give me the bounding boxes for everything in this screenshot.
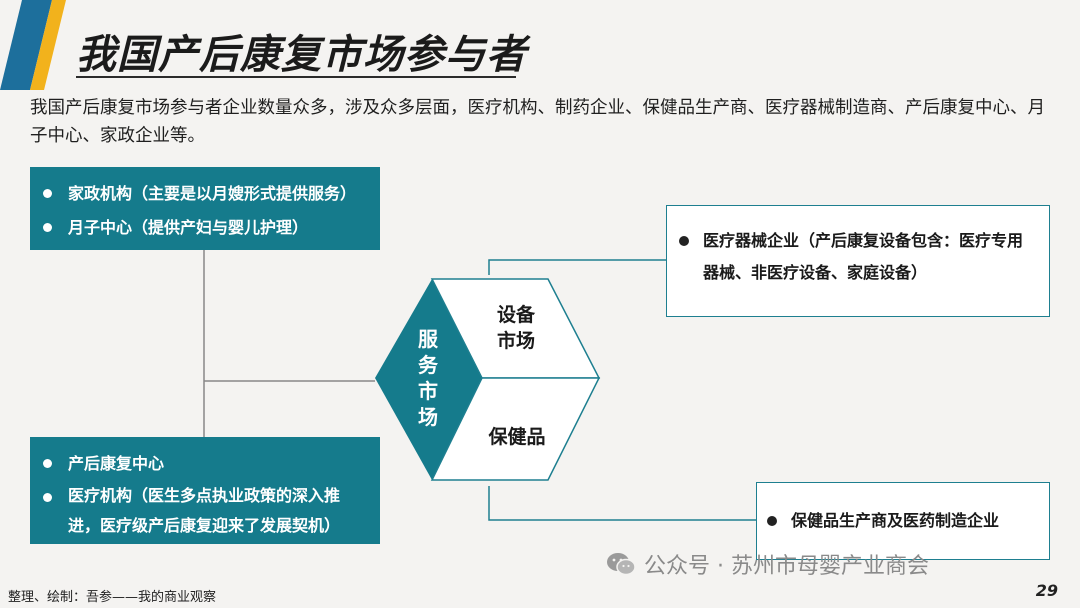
health-products-label: 保健品: [488, 426, 546, 448]
list-item: 保健品生产商及医药制造企业: [767, 505, 1039, 537]
page-number: 29: [1035, 581, 1058, 600]
watermark-text: 公众号 · 苏州市母婴产业商会: [644, 554, 929, 579]
list-item: 医疗机构（医生多点执业政策的深入推进，医疗级产后康复迎来了发展契机）: [43, 481, 370, 541]
right-bottom-box: 保健品生产商及医药制造企业: [756, 482, 1050, 560]
list-item: 产后康复中心: [43, 447, 370, 481]
list-item: 家政机构（主要是以月嫂形式提供服务）: [43, 177, 370, 211]
health-products-shape: [430, 377, 601, 481]
list-item: 医疗器械企业（产后康复设备包含：医疗专用器械、非医疗设备、家庭设备）: [679, 225, 1037, 289]
footer-credit: 整理、绘制：吾参——我的商业观察: [8, 590, 217, 605]
right-top-box: 医疗器械企业（产后康复设备包含：医疗专用器械、非医疗设备、家庭设备）: [666, 205, 1050, 317]
page-subtitle: 我国产后康复市场参与者企业数量众多，涉及众多层面，医疗机构、制药企业、保健品生产…: [30, 98, 1045, 146]
equipment-market-label: 设备市场: [496, 304, 535, 352]
wechat-icon: [607, 553, 636, 576]
left-bottom-box: 产后康复中心 医疗机构（医生多点执业政策的深入推进，医疗级产后康复迎来了发展契机…: [30, 437, 380, 544]
title-underline: [76, 76, 516, 78]
corner-stripe-decoration: [0, 0, 66, 90]
list-item: 月子中心（提供产妇与婴儿护理）: [43, 211, 370, 245]
service-market-shape: [375, 279, 482, 480]
watermark: 公众号 · 苏州市母婴产业商会: [606, 548, 929, 580]
left-top-box: 家政机构（主要是以月嫂形式提供服务） 月子中心（提供产妇与婴儿护理）: [30, 167, 380, 250]
page-title: 我国产后康复市场参与者: [76, 32, 527, 78]
service-market-label: 服务市场: [418, 327, 438, 429]
